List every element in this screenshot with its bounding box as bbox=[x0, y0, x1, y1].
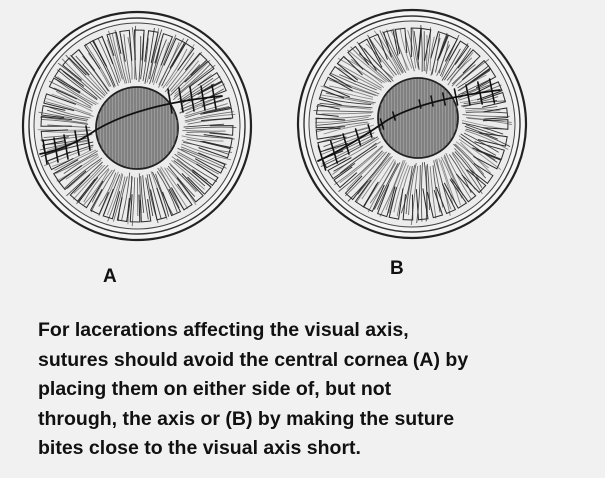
caption-line: placing them on either side of, but not bbox=[38, 375, 598, 405]
caption-line: For lacerations affecting the visual axi… bbox=[38, 316, 598, 346]
figure-caption: For lacerations affecting the visual axi… bbox=[38, 316, 598, 464]
pupil-shading bbox=[99, 88, 177, 168]
eye-a-drawing bbox=[23, 12, 251, 240]
panel-b-label: B bbox=[390, 258, 404, 280]
eye-b-drawing bbox=[298, 10, 526, 238]
caption-line: sutures should avoid the central cornea … bbox=[38, 346, 598, 376]
eye-diagram bbox=[0, 0, 605, 300]
caption-line: bites close to the visual axis short. bbox=[38, 434, 598, 464]
panel-a-label: A bbox=[103, 266, 117, 288]
caption-line: through, the axis or (B) by making the s… bbox=[38, 405, 598, 435]
